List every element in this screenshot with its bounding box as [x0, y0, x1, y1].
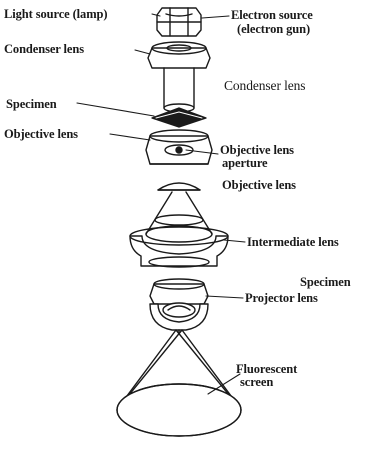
label-light-source: Light source (lamp) [4, 8, 107, 21]
label-intermediate-lens: Intermediate lens [247, 236, 339, 249]
label-projector-lens: Projector lens [245, 292, 318, 305]
label-fluorescent-sub: screen [240, 376, 273, 389]
electron-gun-part [157, 8, 201, 36]
objective-lens-part [146, 130, 212, 164]
fluorescent-screen-part [117, 384, 241, 436]
condenser-lens-part [148, 42, 210, 68]
label-specimen-right: Specimen [300, 276, 351, 289]
label-objective-lens-left: Objective lens [4, 128, 78, 141]
intermediate-lens-part [130, 227, 228, 267]
label-electron-source-sub: (electron gun) [237, 23, 310, 36]
label-specimen-left: Specimen [6, 98, 57, 111]
beam-cone-upper [146, 192, 212, 242]
label-condenser-lens-right: Condenser lens [224, 79, 305, 92]
label-objective-lens-right: Objective lens [222, 179, 296, 192]
specimen-part [152, 108, 206, 127]
label-objective-aperture-sub: aperture [222, 157, 267, 170]
projector-lens-part [150, 279, 208, 330]
leader-lines [77, 14, 245, 394]
label-electron-source: Electron source [231, 9, 313, 22]
column-tube-part [164, 68, 194, 112]
objective-lower-part [158, 183, 200, 190]
label-condenser-lens-left: Condenser lens [4, 43, 84, 56]
